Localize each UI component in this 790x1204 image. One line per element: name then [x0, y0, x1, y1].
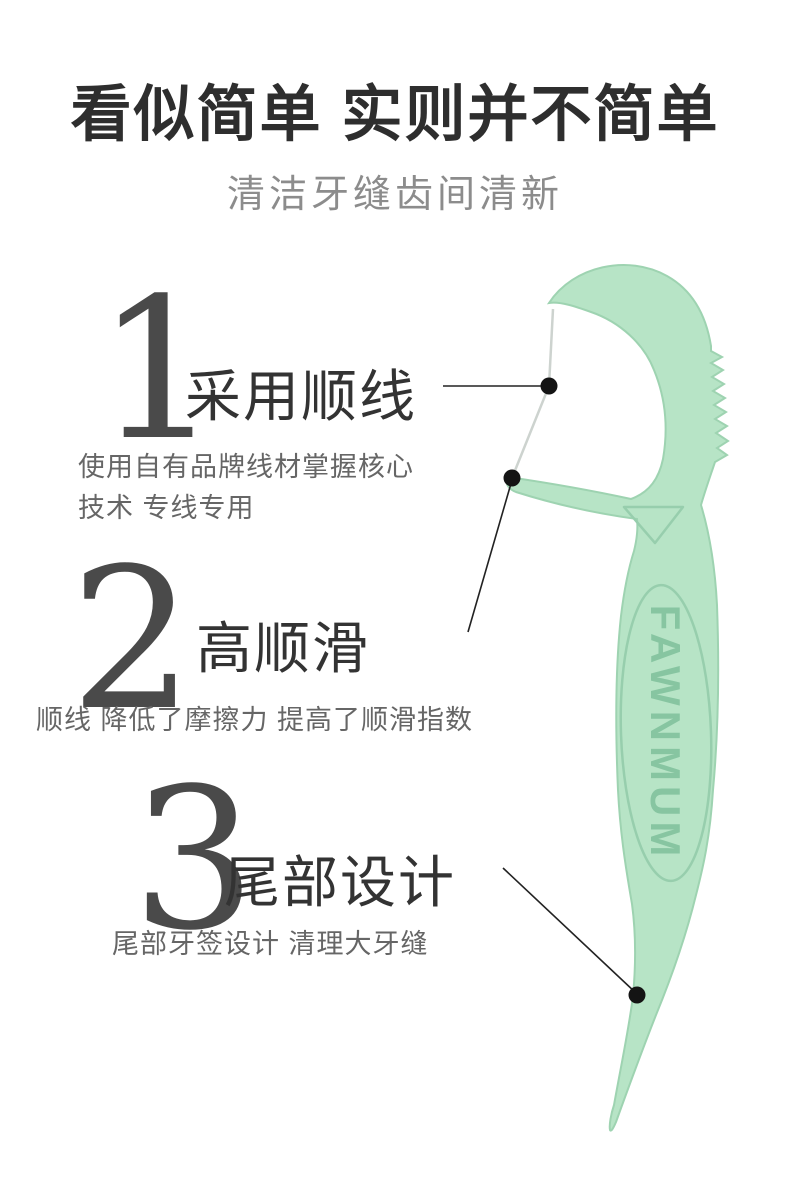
brand-text: FAWNMUM: [642, 605, 689, 862]
feature-3-description: 尾部牙签设计 清理大牙缝: [112, 929, 429, 959]
handle-oval-emboss: [619, 583, 713, 883]
feature-2-description: 顺线 降低了摩擦力 提高了顺滑指数: [36, 705, 474, 735]
feature-3-callout-line: [502, 867, 637, 994]
feature-1-callout-dot: [540, 377, 558, 395]
page-title: 看似简单 实则并不简单: [70, 80, 720, 148]
page-subtitle: 清洁牙缝齿间清新: [226, 174, 563, 216]
feature-2-callout-dot: [503, 469, 521, 487]
feature-3-number: 3: [132, 746, 257, 973]
feature-3-title: 尾部设计: [224, 851, 456, 914]
feature-1-description: 使用自有品牌线材掌握核心 技术 专线专用: [78, 452, 414, 523]
feature-2-title: 高顺滑: [196, 617, 370, 680]
feature-1-number: 1: [96, 256, 221, 483]
feature-1-title: 采用顺线: [185, 365, 417, 428]
feature-3-callout-dot: [628, 986, 646, 1004]
feature-2-number: 2: [70, 526, 195, 753]
neck-triangle-emboss: [622, 505, 685, 545]
floss-pick-body: [505, 264, 730, 1132]
feature-2-callout-line: [467, 479, 513, 633]
